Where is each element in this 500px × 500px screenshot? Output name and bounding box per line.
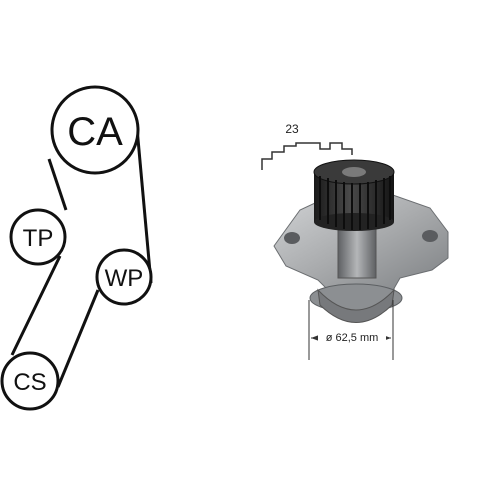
teeth-count-label: 23 [285, 122, 299, 136]
diameter-label: ø 62,5 mm [326, 332, 379, 344]
pulley-tp: TP [9, 208, 67, 266]
pulley-wp-circle [95, 248, 153, 306]
belt-segment-wp-cs [56, 289, 100, 388]
bolt-hole-right [422, 230, 438, 242]
pulley-cs-label: CS [13, 369, 46, 396]
water-pump-photo: 23 [261, 122, 449, 360]
pulley-wp-label: WP [105, 265, 144, 292]
pulley-ca: CA [50, 85, 140, 175]
toothed-pulley-bottom [314, 213, 394, 231]
pulley-cs-circle [0, 351, 60, 411]
belt-segment-tp-cs [10, 255, 62, 356]
belt-segment-ca-tp [47, 158, 68, 211]
pulley-center-bore [342, 167, 366, 177]
pulley-tp-label: TP [23, 225, 54, 252]
belt-teeth-outline [261, 142, 353, 170]
diameter-dimension: ø 62,5 mm [308, 300, 394, 360]
pulley-ca-label: CA [67, 110, 123, 154]
belt-segment-ca-wp-right [135, 127, 153, 284]
timing-belt [10, 127, 153, 388]
dimension-label-bg [318, 328, 386, 344]
teeth-profile-icon: 23 [261, 122, 353, 170]
dimension-arrow-left [311, 335, 319, 341]
pulley-ca-circle [50, 85, 140, 175]
pulley-teeth [319, 176, 391, 230]
pulley-wp: WP [95, 248, 153, 306]
pulley-cs: CS [0, 351, 60, 411]
bolt-hole-left [284, 232, 300, 244]
impeller-vanes [317, 288, 395, 323]
pulley-tp-circle [9, 208, 67, 266]
belt-routing-diagram: CA TP WP CS [0, 85, 153, 411]
